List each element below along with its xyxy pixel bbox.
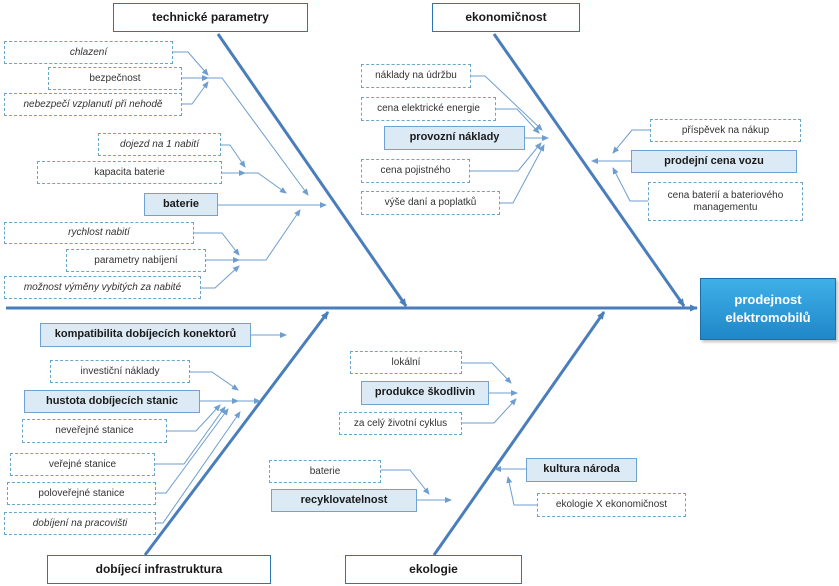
category-infrastructure: dobíjecí infrastruktura [47, 555, 271, 584]
cause-item: příspěvek na nákup [650, 119, 801, 142]
arrow-chlazeni [173, 51, 209, 76]
cause-item: kapacita baterie [37, 161, 222, 184]
cause-station-density: hustota dobíjecích stanic [24, 390, 200, 413]
arrow-prispevek [612, 129, 650, 154]
arrow-dojezd [221, 144, 246, 168]
cause-car-price: prodejní cena vozu [631, 150, 797, 173]
arrow-verejne [155, 406, 226, 465]
result-box: prodejnost elektromobilů [700, 278, 836, 340]
bone-technical [216, 33, 408, 307]
cause-item: dobíjení na pracovišti [4, 512, 156, 535]
cause-item: baterie [269, 460, 381, 483]
arrow-kapacita-bone [245, 172, 287, 194]
arrow-dane [500, 144, 545, 204]
cause-item: neveřejné stanice [22, 419, 167, 443]
cause-pollutants: produkce škodlivin [361, 381, 489, 405]
cause-recyclability: recyklovatelnost [271, 489, 417, 512]
arrow-neverejne [167, 404, 221, 432]
category-ecology: ekologie [345, 555, 522, 584]
arrow-nebezpeci [182, 81, 209, 105]
arrow-energie [496, 108, 540, 134]
cause-item: dojezd na 1 nabití [98, 133, 221, 156]
cause-item: poloveřejné stanice [7, 482, 156, 505]
cause-item: možnost výměny vybitých za nabité [4, 276, 201, 299]
cause-battery: baterie [144, 193, 218, 216]
cause-item: za celý životní cyklus [339, 412, 462, 435]
bone-economy [492, 33, 686, 307]
bone-ecology [432, 311, 606, 556]
cause-item: cena baterií a bateriového managementu [648, 182, 803, 221]
cause-item: veřejné stanice [10, 453, 155, 476]
arrow-ekologie-x [506, 476, 537, 506]
cause-item: náklady na údržbu [361, 64, 471, 88]
arrow-rychlost [194, 232, 240, 256]
arrow-poloverejne [156, 408, 229, 494]
arrow-cely-cyklus [462, 398, 517, 424]
arrow-baterie-eko [381, 469, 430, 495]
arrow-cena-bat [612, 167, 648, 202]
arrow-udrzba [471, 75, 543, 131]
arrow-charging-bone [239, 209, 301, 261]
cause-item: cena elektrické energie [361, 97, 496, 121]
arrow-pracoviste [156, 411, 241, 524]
arrow-investicni [190, 371, 239, 391]
arrow-moznost [201, 265, 240, 289]
category-economy: ekonomičnost [432, 3, 580, 32]
cause-item: výše daní a poplatků [361, 191, 500, 215]
arrow-bezpecnost-bone [208, 77, 309, 196]
cause-item: parametry nabíjení [66, 249, 206, 272]
cause-item: chlazení [4, 41, 173, 64]
cause-item: nebezpečí vzplanutí při nehodě [4, 93, 182, 116]
arrow-pojistne [470, 142, 542, 172]
category-technical: technické parametry [113, 3, 308, 32]
cause-operating-costs: provozní náklady [384, 126, 525, 150]
cause-item: lokální [350, 351, 462, 374]
bone-infrastructure [143, 311, 330, 556]
arrow-lokalni [462, 362, 512, 384]
cause-item: bezpečnost [48, 67, 182, 90]
cause-national-culture: kultura národa [526, 458, 637, 482]
cause-connector-compatibility: kompatibilita dobíjecích konektorů [40, 323, 251, 347]
cause-item: investiční náklady [50, 360, 190, 383]
cause-item: ekologie X ekonomičnost [537, 493, 686, 517]
cause-item: cena pojistného [361, 159, 470, 183]
cause-item: rychlost nabití [4, 222, 194, 244]
